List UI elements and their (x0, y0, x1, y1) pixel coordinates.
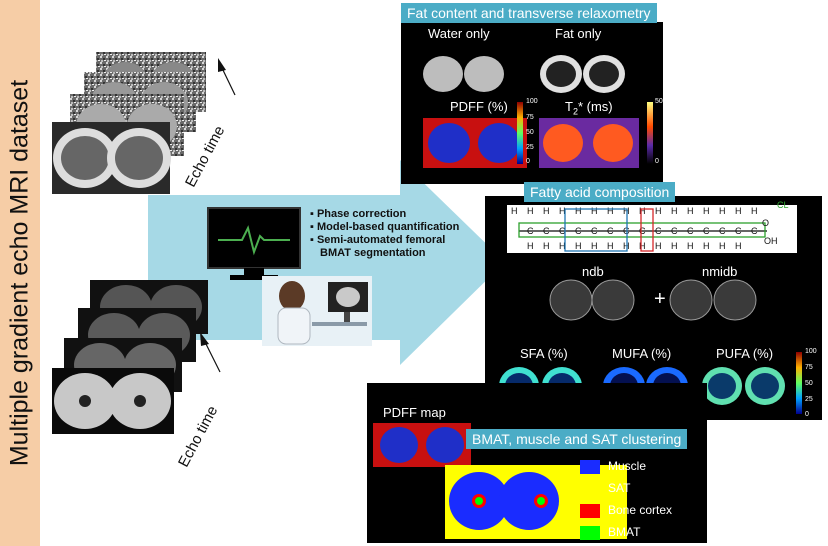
svg-text:C: C (527, 226, 534, 236)
svg-text:C: C (703, 226, 710, 236)
svg-text:C: C (735, 226, 742, 236)
svg-text:H: H (735, 206, 742, 216)
legend-text-muscle: Muscle (608, 459, 647, 473)
t2-tick-0: 0 (655, 158, 659, 165)
svg-text:C: C (719, 226, 726, 236)
fa-tick-100: 100 (805, 348, 817, 355)
fat-panel-title: Fat content and transverse relaxometry (401, 3, 657, 23)
svg-text:H: H (655, 241, 662, 251)
step-segmentation: ▪ Semi-automated femoral (310, 234, 446, 246)
svg-text:H: H (591, 206, 598, 216)
svg-text:H: H (511, 206, 518, 216)
svg-text:C: C (575, 226, 582, 236)
fa-panel-images (499, 279, 802, 414)
echo-stack-bottom (52, 280, 208, 434)
svg-text:H: H (719, 241, 726, 251)
svg-text:H: H (607, 206, 614, 216)
svg-text:C: C (559, 226, 566, 236)
fat-panel-images (423, 55, 653, 168)
pdff-tick-0: 0 (526, 158, 530, 165)
svg-text:H: H (671, 241, 678, 251)
legend-swatch-sat (580, 482, 600, 496)
step-phase-correction: ▪ Phase correction (310, 208, 407, 220)
svg-text:C: C (751, 226, 758, 236)
t2-tick-50: 50 (655, 98, 663, 105)
clustering-images (373, 423, 627, 539)
plus-sign: + (654, 288, 666, 310)
monitor-icon (207, 207, 301, 280)
svg-text:H: H (623, 241, 630, 251)
svg-text:H: H (735, 241, 742, 251)
pdff-label: PDFF (%) (450, 99, 508, 114)
svg-text:H: H (575, 206, 582, 216)
svg-text:H: H (623, 206, 630, 216)
fa-tick-50: 50 (805, 380, 813, 387)
oh-label: OH (764, 236, 778, 246)
svg-text:H: H (687, 241, 694, 251)
fa-tick-25: 25 (805, 396, 813, 403)
o-label: O (762, 218, 770, 228)
cl-label: CL (777, 200, 789, 210)
svg-text:H: H (527, 241, 534, 251)
svg-text:C: C (543, 226, 550, 236)
mufa-label: MUFA (%) (612, 346, 672, 361)
svg-text:H: H (703, 241, 710, 251)
step-model-quantification: ▪ Model-based quantification (310, 221, 460, 233)
processing-steps: ▪ Phase correction ▪ Model-based quantif… (310, 208, 459, 260)
svg-text:H: H (751, 206, 758, 216)
t2-label: T2* (ms) (565, 99, 613, 117)
svg-text:H: H (559, 206, 566, 216)
legend-swatch-bone-cortex (580, 504, 600, 518)
svg-text:H: H (639, 206, 646, 216)
pdff-tick-50: 50 (526, 129, 534, 136)
fat-only-label: Fat only (555, 26, 602, 41)
svg-text:C: C (671, 226, 678, 236)
legend-text-bone-cortex: Bone cortex (608, 503, 673, 517)
fa-tick-0: 0 (805, 411, 809, 418)
pufa-label: PUFA (%) (716, 346, 774, 361)
svg-text:H: H (559, 241, 566, 251)
ndb-label: ndb (582, 264, 604, 279)
svg-text:H: H (671, 206, 678, 216)
svg-text:H: H (687, 206, 694, 216)
svg-text:H: H (527, 206, 534, 216)
person-at-workstation-illustration (262, 276, 372, 346)
svg-text:H: H (543, 206, 550, 216)
step-segmentation-cont: BMAT segmentation (320, 247, 426, 259)
svg-text:C: C (607, 226, 614, 236)
legend-swatch-bmat (580, 526, 600, 540)
svg-text:H: H (543, 241, 550, 251)
pdff-tick-25: 25 (526, 144, 534, 151)
legend-text-bmat: BMAT (608, 525, 641, 539)
pdff-tick-75: 75 (526, 114, 534, 121)
svg-text:H: H (655, 206, 662, 216)
svg-text:C: C (639, 226, 646, 236)
fa-tick-75: 75 (805, 364, 813, 371)
fa-panel-title: Fatty acid composition (524, 182, 676, 202)
water-only-label: Water only (428, 26, 490, 41)
svg-text:H: H (591, 241, 598, 251)
dataset-title-band: Multiple gradient echo MRI dataset (0, 0, 40, 546)
legend-swatch-muscle (580, 460, 600, 474)
svg-text:H: H (639, 241, 646, 251)
svg-text:H: H (703, 206, 710, 216)
legend-text-sat: SAT (608, 481, 631, 495)
nmidb-label: nmidb (702, 264, 738, 279)
svg-text:H: H (607, 241, 614, 251)
svg-text:C: C (591, 226, 598, 236)
svg-text:H: H (719, 206, 726, 216)
cluster-panel-title: BMAT, muscle and SAT clustering (466, 429, 688, 449)
echo-stack-top (52, 52, 206, 194)
sfa-label: SFA (%) (520, 346, 568, 361)
svg-text:C: C (655, 226, 662, 236)
svg-text:H: H (575, 241, 582, 251)
pdff-map-label: PDFF map (383, 405, 446, 420)
pdff-tick-100: 100 (526, 98, 538, 105)
svg-text:C: C (687, 226, 694, 236)
